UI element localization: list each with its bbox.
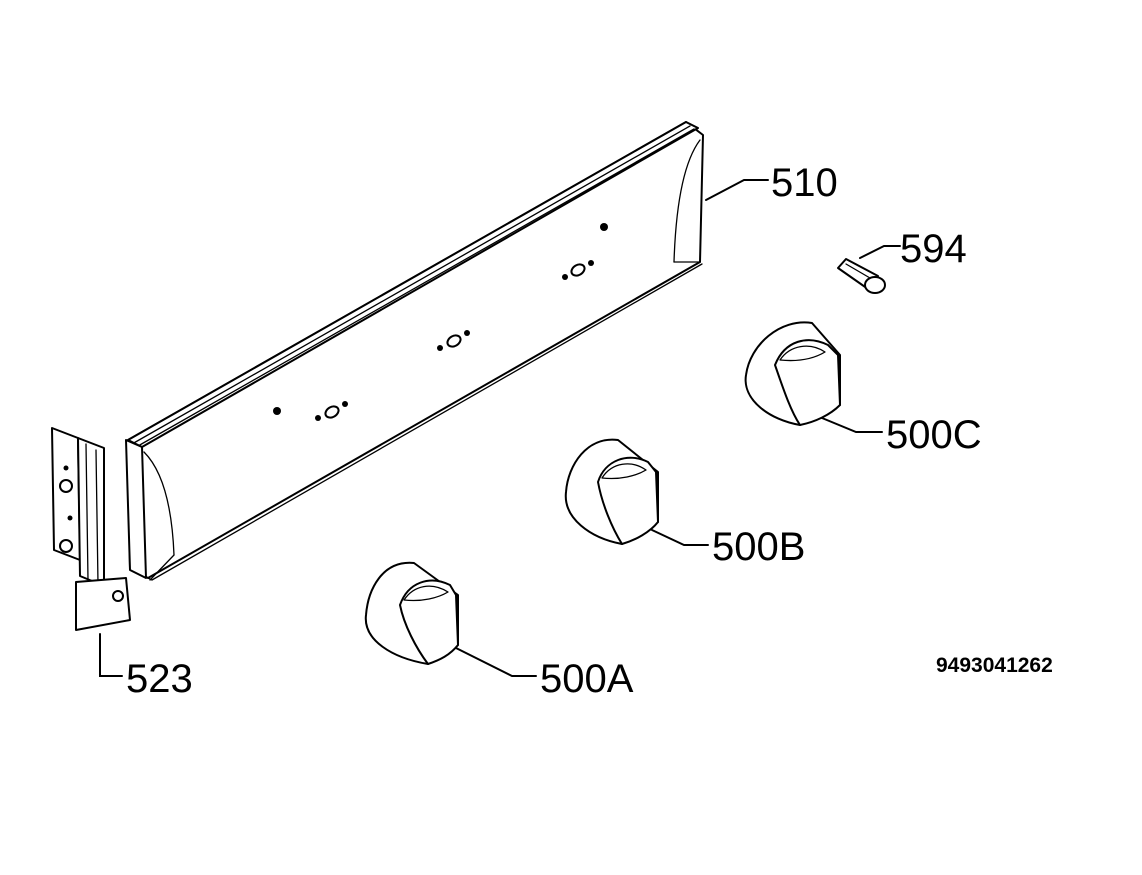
leader-500b [651,529,709,546]
callout-500b: 500B [712,525,805,569]
leader-523 [99,633,123,677]
callout-500c: 500C [886,413,982,457]
knob-hole-2 [437,330,470,351]
leader-594 [859,245,901,259]
bracket-523 [51,427,131,631]
callout-523: 523 [126,657,193,701]
callout-594: 594 [900,227,967,271]
callout-500a: 500A [540,657,634,701]
document-number: 9493041262 [936,654,1053,677]
control-panel-510 [125,121,704,581]
knob-500a [364,561,459,665]
callout-510: 510 [771,161,838,205]
leader-510 [705,179,769,201]
knob-hole-1 [273,401,348,421]
pin-594 [837,258,886,294]
knob-500b [564,438,659,545]
knob-500c [744,321,841,426]
leader-500a [455,647,537,677]
knob-hole-3 [562,223,608,280]
leader-500c [821,417,883,433]
